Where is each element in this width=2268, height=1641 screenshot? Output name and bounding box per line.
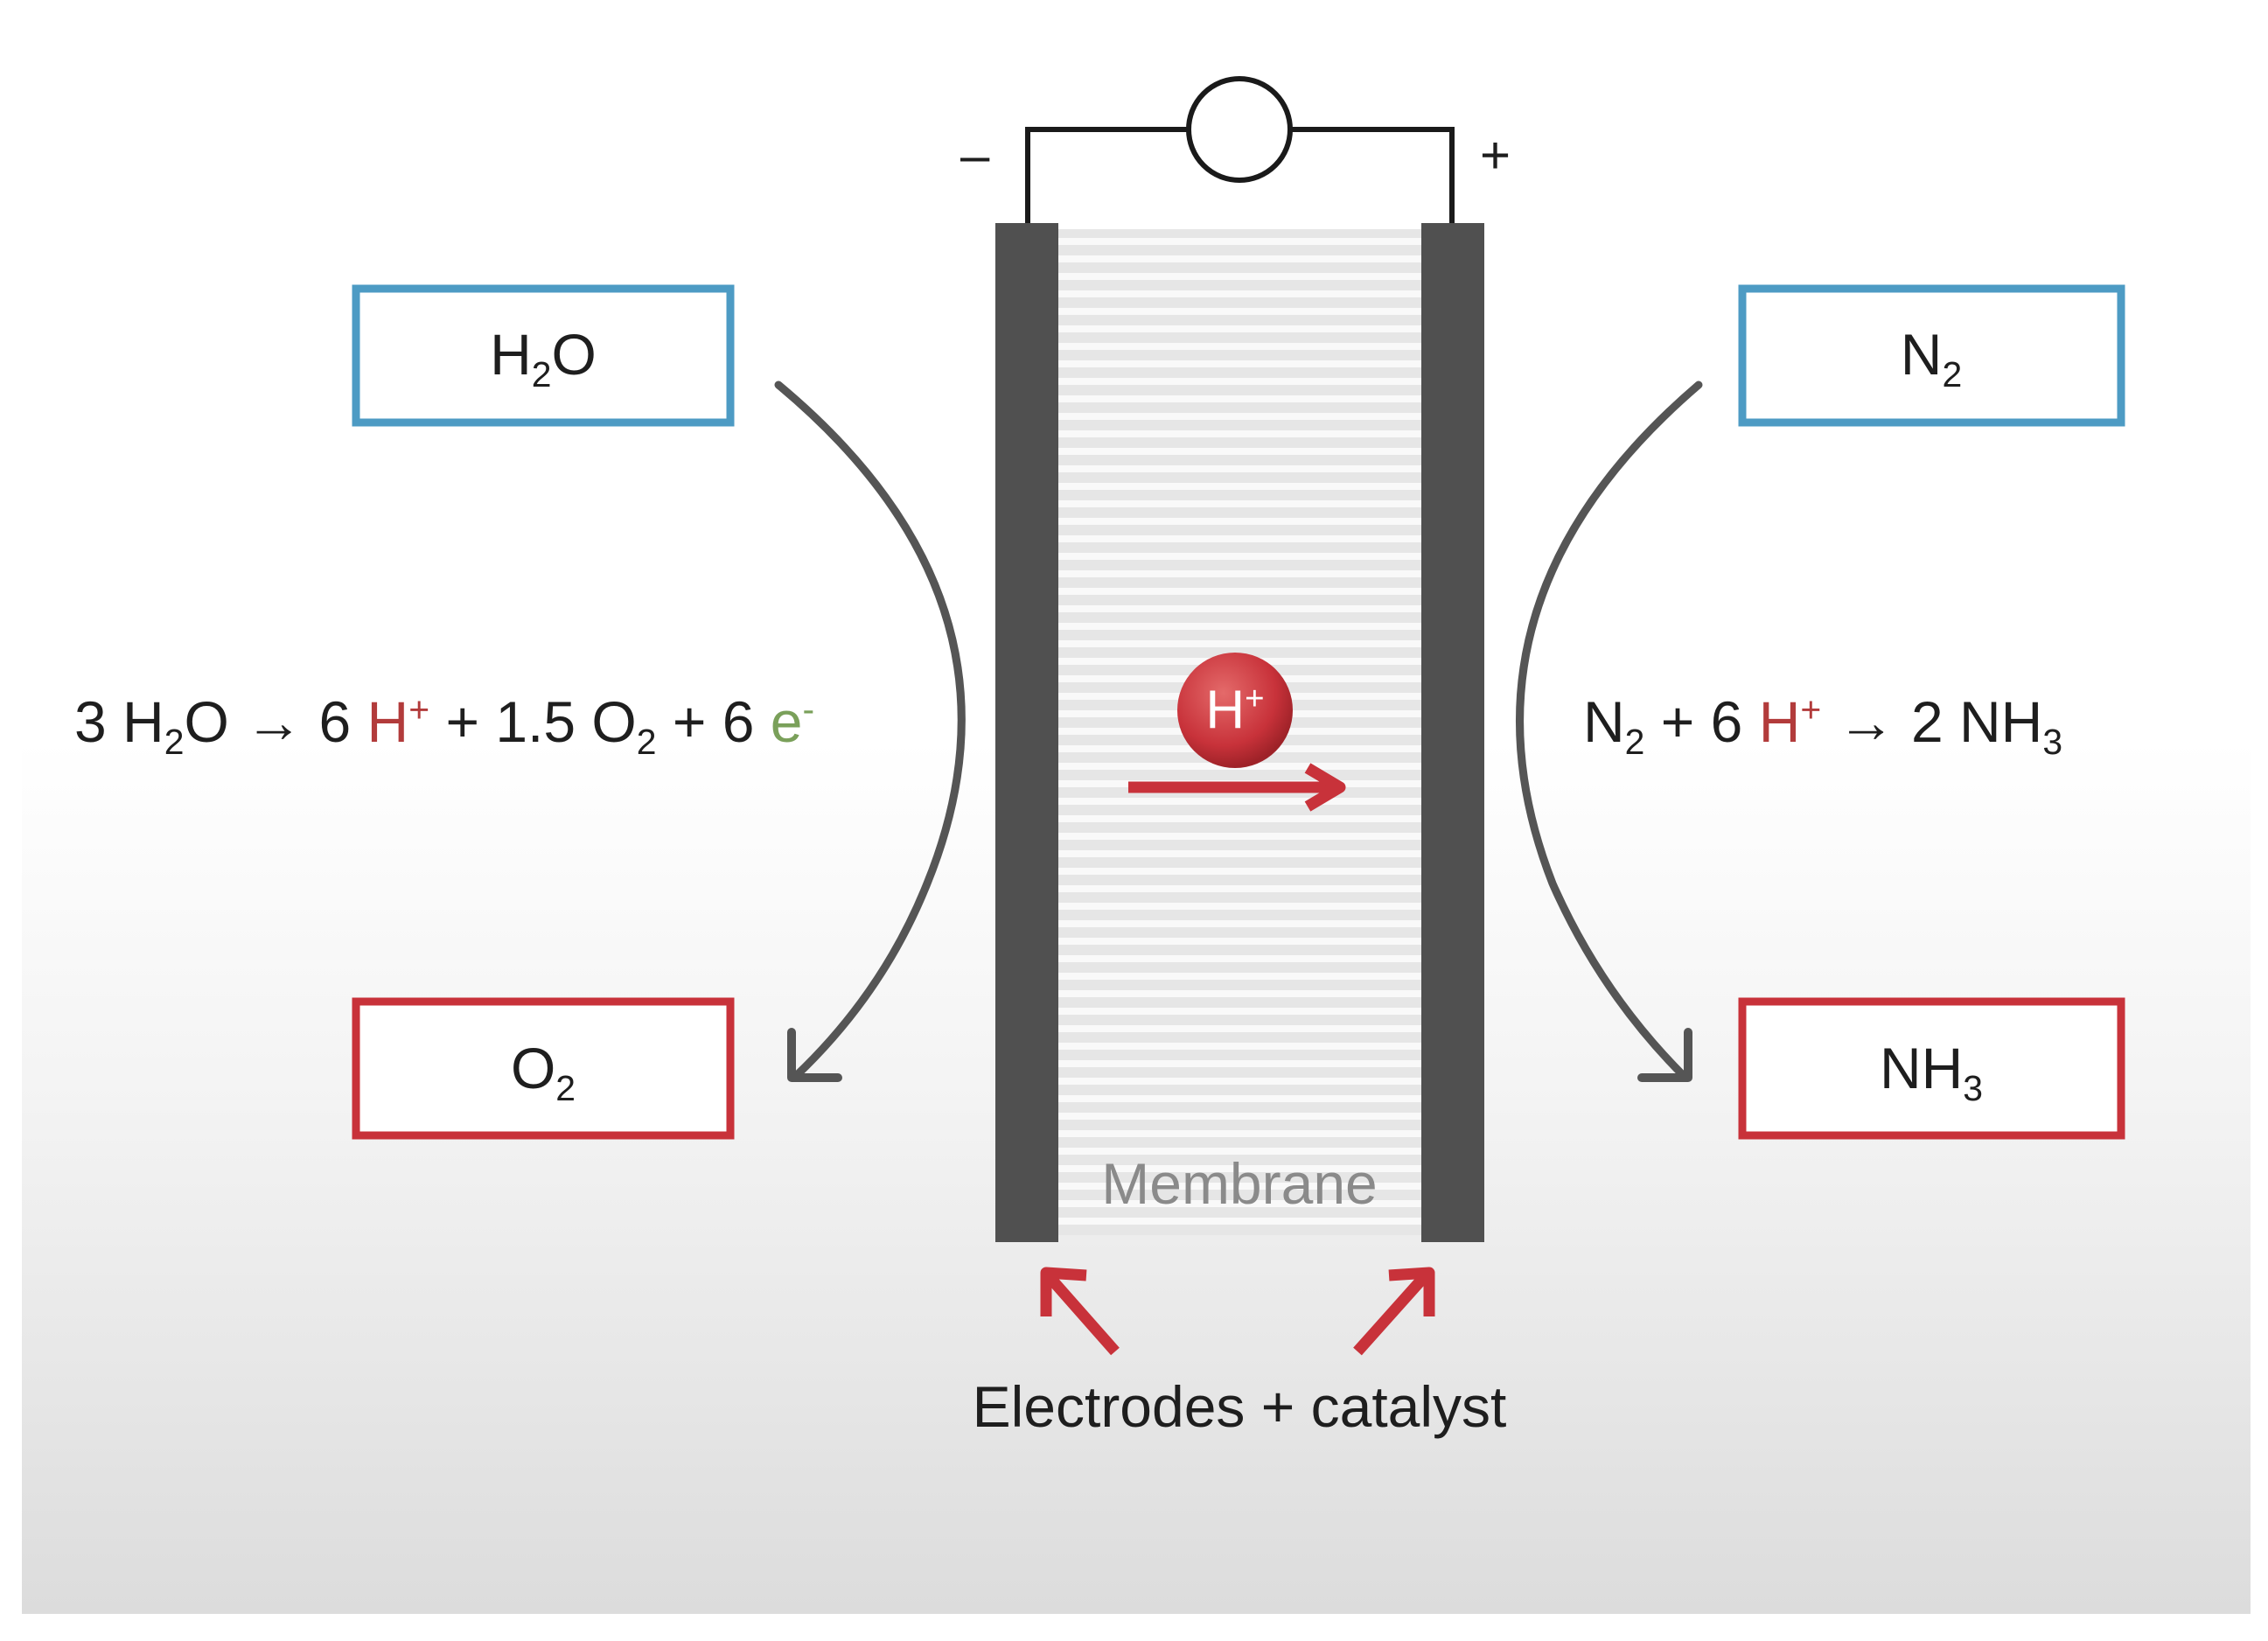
anode-reaction-arrow (774, 381, 966, 1080)
left-pointer-arrowhead-icon (1040, 1267, 1087, 1316)
nh3-output-box (1738, 997, 2125, 1140)
proton-arrowhead-icon (1304, 763, 1346, 812)
right-electrode-pointer-arrow (1353, 1273, 1428, 1356)
negative-terminal-label: – (960, 126, 990, 185)
anode-half-reaction: 3 H2O → 6 H+ + 1.5 O2 + 6 e- (74, 689, 815, 763)
anode-arrowhead-icon (787, 1028, 842, 1082)
power-source-icon (1186, 76, 1293, 183)
o2-output-label: O2 (510, 1036, 576, 1109)
cathode-half-reaction: N2 + 6 H+ → 2 NH3 (1583, 689, 2063, 763)
h2o-input-label: H2O (490, 322, 597, 395)
o2-output-box (352, 997, 735, 1140)
electrodes-catalyst-label: Electrodes + catalyst (972, 1374, 1507, 1439)
external-circuit (1025, 76, 1455, 223)
cathode-reaction-arrow (1516, 381, 1703, 1080)
positive-terminal-label: + (1480, 126, 1511, 185)
left-electrode-pointer-arrow (1045, 1273, 1120, 1356)
cathode-electrode (1421, 223, 1484, 1242)
anode-electrode (995, 223, 1058, 1242)
membrane-label: Membrane (1101, 1151, 1378, 1216)
cathode-arrowhead-icon (1637, 1028, 1692, 1082)
proton-ion (1177, 653, 1293, 768)
nh3-output-label: NH3 (1879, 1036, 1984, 1109)
n2-input-box (1738, 284, 2125, 427)
n2-input-label: N2 (1900, 322, 1963, 395)
right-pointer-arrowhead-icon (1388, 1267, 1435, 1316)
h2o-input-box (352, 284, 735, 427)
proton-ion-label: H+ (1205, 679, 1265, 741)
